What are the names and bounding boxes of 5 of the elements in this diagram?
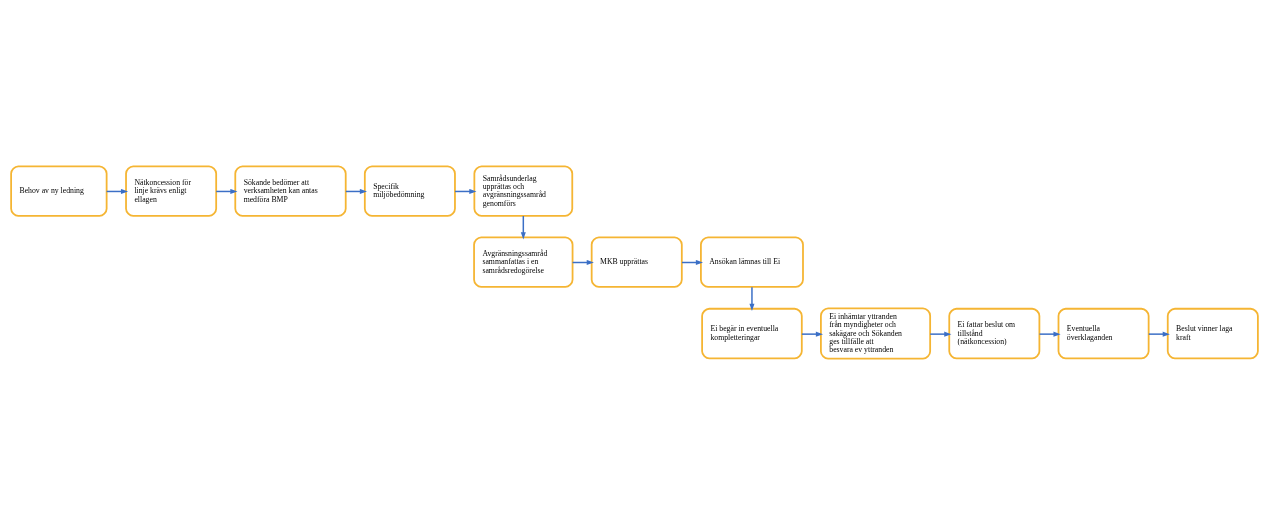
arrow	[1148, 331, 1170, 337]
arrow	[929, 331, 952, 337]
arrow	[1038, 331, 1061, 337]
arrow	[749, 285, 755, 311]
arrow	[801, 331, 824, 337]
